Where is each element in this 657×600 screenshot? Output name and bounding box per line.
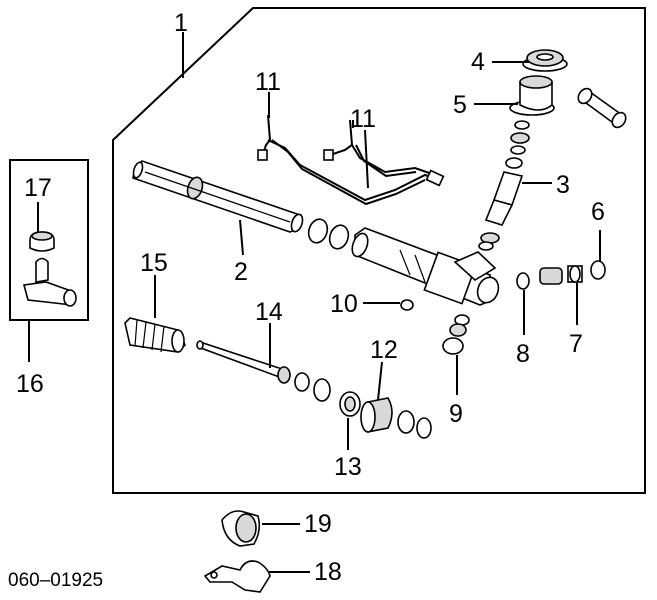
label-5: 5 bbox=[453, 91, 467, 119]
lock-nut bbox=[590, 260, 606, 280]
spring bbox=[539, 267, 563, 285]
bushing bbox=[360, 397, 432, 439]
small-bolt bbox=[400, 299, 414, 311]
label-1: 1 bbox=[174, 9, 188, 37]
label-6: 6 bbox=[591, 198, 605, 226]
o-ring bbox=[307, 218, 329, 244]
label-18: 18 bbox=[314, 558, 342, 586]
label-14: 14 bbox=[255, 298, 283, 326]
label-3: 3 bbox=[556, 171, 570, 199]
pinion-cover bbox=[509, 75, 555, 116]
steering-rack bbox=[196, 340, 310, 392]
label-9: 9 bbox=[449, 400, 463, 428]
rack-boot bbox=[124, 317, 186, 353]
label-4: 4 bbox=[471, 48, 485, 76]
diagram-code: 060‒01925 bbox=[8, 570, 103, 591]
pinion-shaft bbox=[478, 120, 530, 251]
label-16: 16 bbox=[16, 370, 44, 398]
label-2: 2 bbox=[234, 258, 248, 286]
label-17: 17 bbox=[24, 174, 52, 202]
o-ring bbox=[328, 224, 350, 250]
assembly-outline bbox=[112, 7, 646, 494]
label-8: 8 bbox=[516, 340, 530, 368]
hydraulic-line-right bbox=[323, 119, 445, 187]
dust-seal bbox=[522, 49, 568, 72]
rack-guide bbox=[516, 272, 530, 290]
union-fitting bbox=[577, 87, 627, 129]
ring-seal bbox=[313, 378, 361, 417]
inset-box bbox=[9, 159, 89, 321]
rack-housing-tube bbox=[132, 160, 304, 233]
leader-lines bbox=[28, 32, 601, 573]
seal-set bbox=[442, 314, 470, 355]
tie-rod-end bbox=[22, 257, 77, 307]
adjuster-set bbox=[516, 260, 606, 290]
label-10: 10 bbox=[330, 290, 358, 318]
label-19: 19 bbox=[304, 510, 332, 538]
label-15: 15 bbox=[140, 249, 168, 277]
dust-cap bbox=[29, 231, 55, 252]
gear-housing bbox=[351, 227, 500, 306]
label-11-right: 11 bbox=[350, 105, 376, 133]
label-11-left: 11 bbox=[255, 68, 281, 96]
label-12: 12 bbox=[370, 336, 398, 364]
label-7: 7 bbox=[569, 330, 583, 358]
label-13: 13 bbox=[334, 453, 362, 481]
hydraulic-line-left bbox=[257, 114, 441, 206]
mount-bushing bbox=[221, 510, 261, 547]
mount-bracket bbox=[203, 560, 271, 593]
